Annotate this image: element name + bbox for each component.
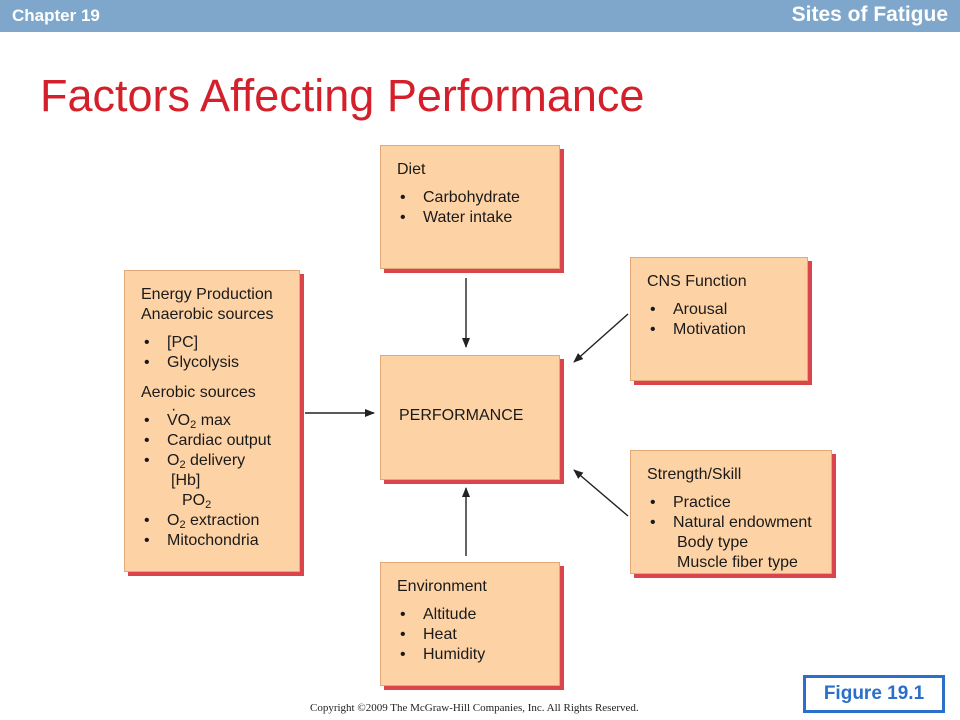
aerobic-heading: Aerobic sources [141, 384, 256, 401]
diet-heading: Diet [397, 161, 426, 178]
cns-list: •Arousal •Motivation [647, 300, 791, 340]
header-bar: Chapter 19 Sites of Fatigue [0, 0, 960, 32]
strength-heading: Strength/Skill [647, 466, 742, 483]
diet-list: •Carbohydrate •Water intake [397, 188, 543, 228]
list-item: •Motivation [650, 321, 746, 338]
list-item: •Glycolysis [144, 354, 240, 371]
energy-production-box: Energy Production Anaerobic sources •[PC… [124, 270, 300, 572]
list-item: •O2 delivery [144, 452, 246, 471]
performance-box: PERFORMANCE [380, 355, 560, 480]
performance-label: PERFORMANCE [399, 407, 524, 424]
figure-label: Figure 19.1 [803, 675, 945, 713]
strength-skill-box: Strength/Skill •Practice •Natural endowm… [630, 450, 832, 574]
cns-heading: CNS Function [647, 273, 747, 290]
aerobic-list-cont: •O2 extraction •Mitochondria [141, 511, 283, 551]
anaerobic-heading: Anaerobic sources [141, 306, 274, 323]
strength-subitem: Body type [677, 534, 749, 551]
strength-subitem: Muscle fiber type [677, 554, 798, 571]
list-item: •Humidity [400, 646, 486, 663]
slide-title: Factors Affecting Performance [40, 70, 645, 121]
chapter-label: Chapter 19 [12, 6, 100, 25]
aerobic-list: •VO2 max •Cardiac output •O2 delivery [141, 400, 283, 471]
list-item: •Carbohydrate [400, 189, 520, 206]
list-item: •Cardiac output [144, 432, 272, 449]
copyright-text: Copyright ©2009 The McGraw-Hill Companie… [310, 702, 639, 714]
list-item: •Practice [650, 494, 731, 511]
diet-box: Diet •Carbohydrate •Water intake [380, 145, 560, 269]
po2-item: PO2 [182, 492, 212, 511]
list-item: •Arousal [650, 301, 728, 318]
environment-box: Environment •Altitude •Heat •Humidity [380, 562, 560, 686]
arrow-strength-to-performance [573, 469, 629, 517]
list-item: •Water intake [400, 209, 513, 226]
list-item: •[PC] [144, 334, 199, 351]
list-item: •Natural endowment [650, 514, 812, 531]
environment-list: •Altitude •Heat •Humidity [397, 605, 543, 665]
cns-function-box: CNS Function •Arousal •Motivation [630, 257, 808, 381]
list-item: •Mitochondria [144, 532, 259, 549]
list-item: •O2 extraction [144, 512, 260, 531]
list-item: •Altitude [400, 606, 477, 623]
section-label: Sites of Fatigue [791, 3, 948, 26]
list-item: •Heat [400, 626, 457, 643]
anaerobic-list: •[PC] •Glycolysis [141, 333, 283, 373]
hb-item: [Hb] [171, 472, 201, 489]
strength-list: •Practice •Natural endowment [647, 493, 815, 533]
arrow-cns-to-performance [573, 313, 629, 363]
energy-heading: Energy Production [141, 286, 273, 303]
environment-heading: Environment [397, 578, 487, 595]
list-item: •VO2 max [141, 400, 283, 431]
